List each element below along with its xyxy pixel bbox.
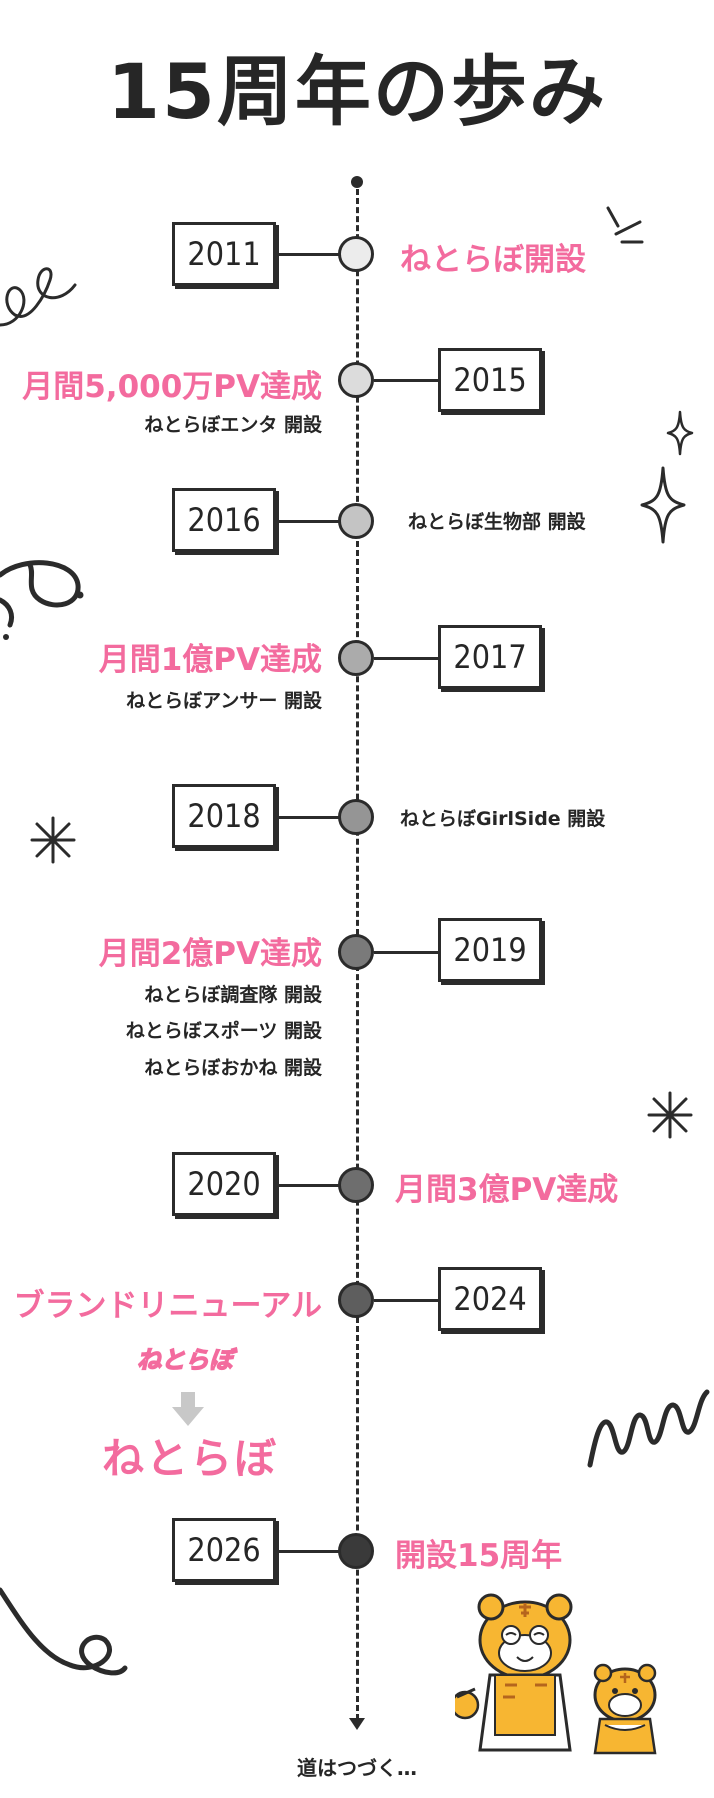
timeline-node-2019 <box>338 934 374 970</box>
milestone-headline: 月間5,000万PV達成 <box>22 369 322 405</box>
timeline-node-2026 <box>338 1533 374 1569</box>
connector <box>374 657 438 660</box>
tiger-mascot-illustration <box>455 1593 657 1755</box>
down-arrow-icon <box>172 1392 204 1426</box>
milestone-headline: ブランドリニューアル <box>13 1288 322 1324</box>
timeline-node-2017 <box>338 640 374 676</box>
timeline-node-2015 <box>338 362 374 398</box>
connector <box>374 951 438 954</box>
scribble-swirl-icon <box>0 560 84 640</box>
year-box-2019: 2019 <box>438 918 542 982</box>
milestone-headline: 月間3億PV達成 <box>395 1172 619 1208</box>
milestone-headline: 月間1億PV達成 <box>98 642 322 678</box>
connector <box>276 520 340 523</box>
milestone-headline: 開設15周年 <box>395 1538 563 1574</box>
asterisk-icon <box>30 816 76 864</box>
sparkle-icon <box>640 466 686 544</box>
milestone-sub: ねとらぼエンタ 開設 <box>144 414 322 436</box>
new-logo: ねとらぼ <box>101 1434 278 1483</box>
connector <box>276 253 340 256</box>
timeline-node-2020 <box>338 1167 374 1203</box>
year-box-2015: 2015 <box>438 348 542 412</box>
timeline-node-2016 <box>338 503 374 539</box>
small-sparkle-icon <box>666 410 694 456</box>
milestone-sub: ねとらぼスポーツ 開設 <box>125 1020 322 1042</box>
sparkle-lines-icon <box>606 206 644 244</box>
scribble-tail-icon <box>0 1587 128 1676</box>
asterisk-icon <box>647 1091 693 1139</box>
page-title: 15周年の歩み <box>107 47 607 136</box>
milestone-headline: ねとらぼ開設 <box>400 242 586 278</box>
connector <box>276 1184 340 1187</box>
milestone-sub: ねとらぼアンサー 開設 <box>126 690 322 712</box>
footer-text: 道はつづく… <box>297 1756 417 1780</box>
scribble-loop-icon <box>0 267 77 327</box>
milestone-sub: ねとらぼ生物部 開設 <box>408 511 586 533</box>
timeline-arrow-icon <box>349 1718 365 1730</box>
zigzag-scribble-icon <box>587 1389 710 1468</box>
year-box-2011: 2011 <box>172 222 276 286</box>
year-box-2017: 2017 <box>438 625 542 689</box>
connector <box>276 1550 340 1553</box>
year-box-2026: 2026 <box>172 1518 276 1582</box>
connector <box>374 379 438 382</box>
timeline-node-2024 <box>338 1282 374 1318</box>
milestone-sub: ねとらぼ調査隊 開設 <box>144 984 322 1006</box>
year-box-2018: 2018 <box>172 784 276 848</box>
old-logo: ねとらぼ <box>136 1345 234 1375</box>
year-box-2016: 2016 <box>172 488 276 552</box>
connector <box>374 1299 438 1302</box>
milestone-sub: ねとらぼおかね 開設 <box>144 1057 322 1079</box>
timeline-node-2011 <box>338 236 374 272</box>
milestone-headline: 月間2億PV達成 <box>98 936 322 972</box>
year-box-2020: 2020 <box>172 1152 276 1216</box>
milestone-sub: ねとらぼGirlSide 開設 <box>400 808 606 830</box>
timeline-node-2018 <box>338 799 374 835</box>
year-box-2024: 2024 <box>438 1267 542 1331</box>
connector <box>276 816 340 819</box>
